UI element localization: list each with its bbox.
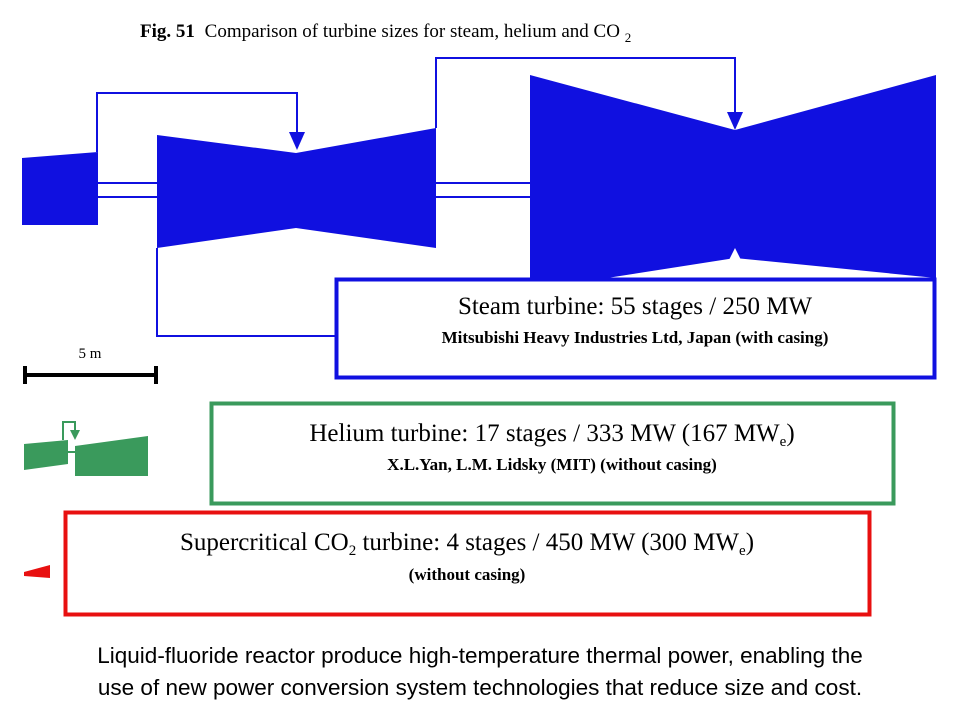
steam-pipe-left [96, 92, 298, 152]
steam-label-box [334, 277, 937, 380]
figure-title-prefix: Fig. 51 [140, 21, 195, 42]
steam-pipe-top [435, 57, 736, 128]
co2-title-subscript-a: 2 [349, 543, 357, 559]
figure-title-text: Comparison of turbine sizes for steam, h… [205, 21, 620, 42]
helium-pipe-arrow [70, 430, 80, 440]
helium-title-end: ) [786, 420, 794, 447]
co2-turbine-title: Supercritical CO2 turbine: 4 stages / 45… [180, 529, 754, 559]
co2-title-end: ) [746, 529, 754, 556]
helium-label-box [209, 401, 896, 506]
figure-title: Fig. 51 Comparison of turbine sizes for … [140, 21, 631, 45]
co2-title-subscript-b: e [739, 543, 746, 559]
co2-label-box [63, 510, 872, 617]
helium-turbine-title: Helium turbine: 17 stages / 333 MW (167 … [309, 420, 794, 450]
co2-title-part-b: turbine: 4 stages / 450 MW (300 MW [356, 529, 739, 556]
slide-caption: Liquid-fluoride reactor produce high-tem… [0, 640, 960, 704]
steam-pipe-bottom [156, 248, 336, 337]
co2-title-part-a: Supercritical CO [180, 529, 349, 556]
helium-turbine-right-section [75, 436, 148, 476]
turbine-comparison-diagram: Fig. 51 Comparison of turbine sizes for … [22, 21, 937, 617]
figure-title-subscript: 2 [625, 30, 632, 45]
steam-pipe-bottom-arrow [727, 248, 743, 264]
scale-bar: 5 m [23, 346, 158, 384]
steam-pipe-top-arrow [727, 112, 743, 130]
caption-line-2: use of new power conversion system techn… [97, 675, 863, 700]
helium-turbine-drawing [24, 421, 148, 476]
helium-title-subscript: e [780, 434, 787, 450]
steam-turbine-source: Mitsubishi Heavy Industries Ltd, Japan (… [442, 328, 829, 347]
steam-pipe-left-arrow [289, 132, 305, 150]
steam-turbine-title: Steam turbine: 55 stages / 250 MW [458, 293, 813, 320]
helium-turbine-source: X.L.Yan, L.M. Lidsky (MIT) (without casi… [387, 455, 717, 474]
steam-turbine-drawing [22, 57, 936, 337]
helium-turbine-left-section [24, 440, 68, 470]
caption-line-1: Liquid-fluoride reactor produce high-tem… [97, 643, 863, 668]
steam-turbine-middle-section [157, 128, 436, 248]
co2-turbine-drawing [24, 565, 50, 578]
helium-title-main: Helium turbine: 17 stages / 333 MW (167 … [309, 420, 780, 447]
helium-pipe [62, 421, 76, 440]
steam-turbine-large-section [530, 75, 936, 290]
steam-turbine-small-section [22, 152, 98, 225]
co2-turbine-source: (without casing) [409, 565, 526, 584]
scale-bar-label: 5 m [79, 346, 102, 362]
